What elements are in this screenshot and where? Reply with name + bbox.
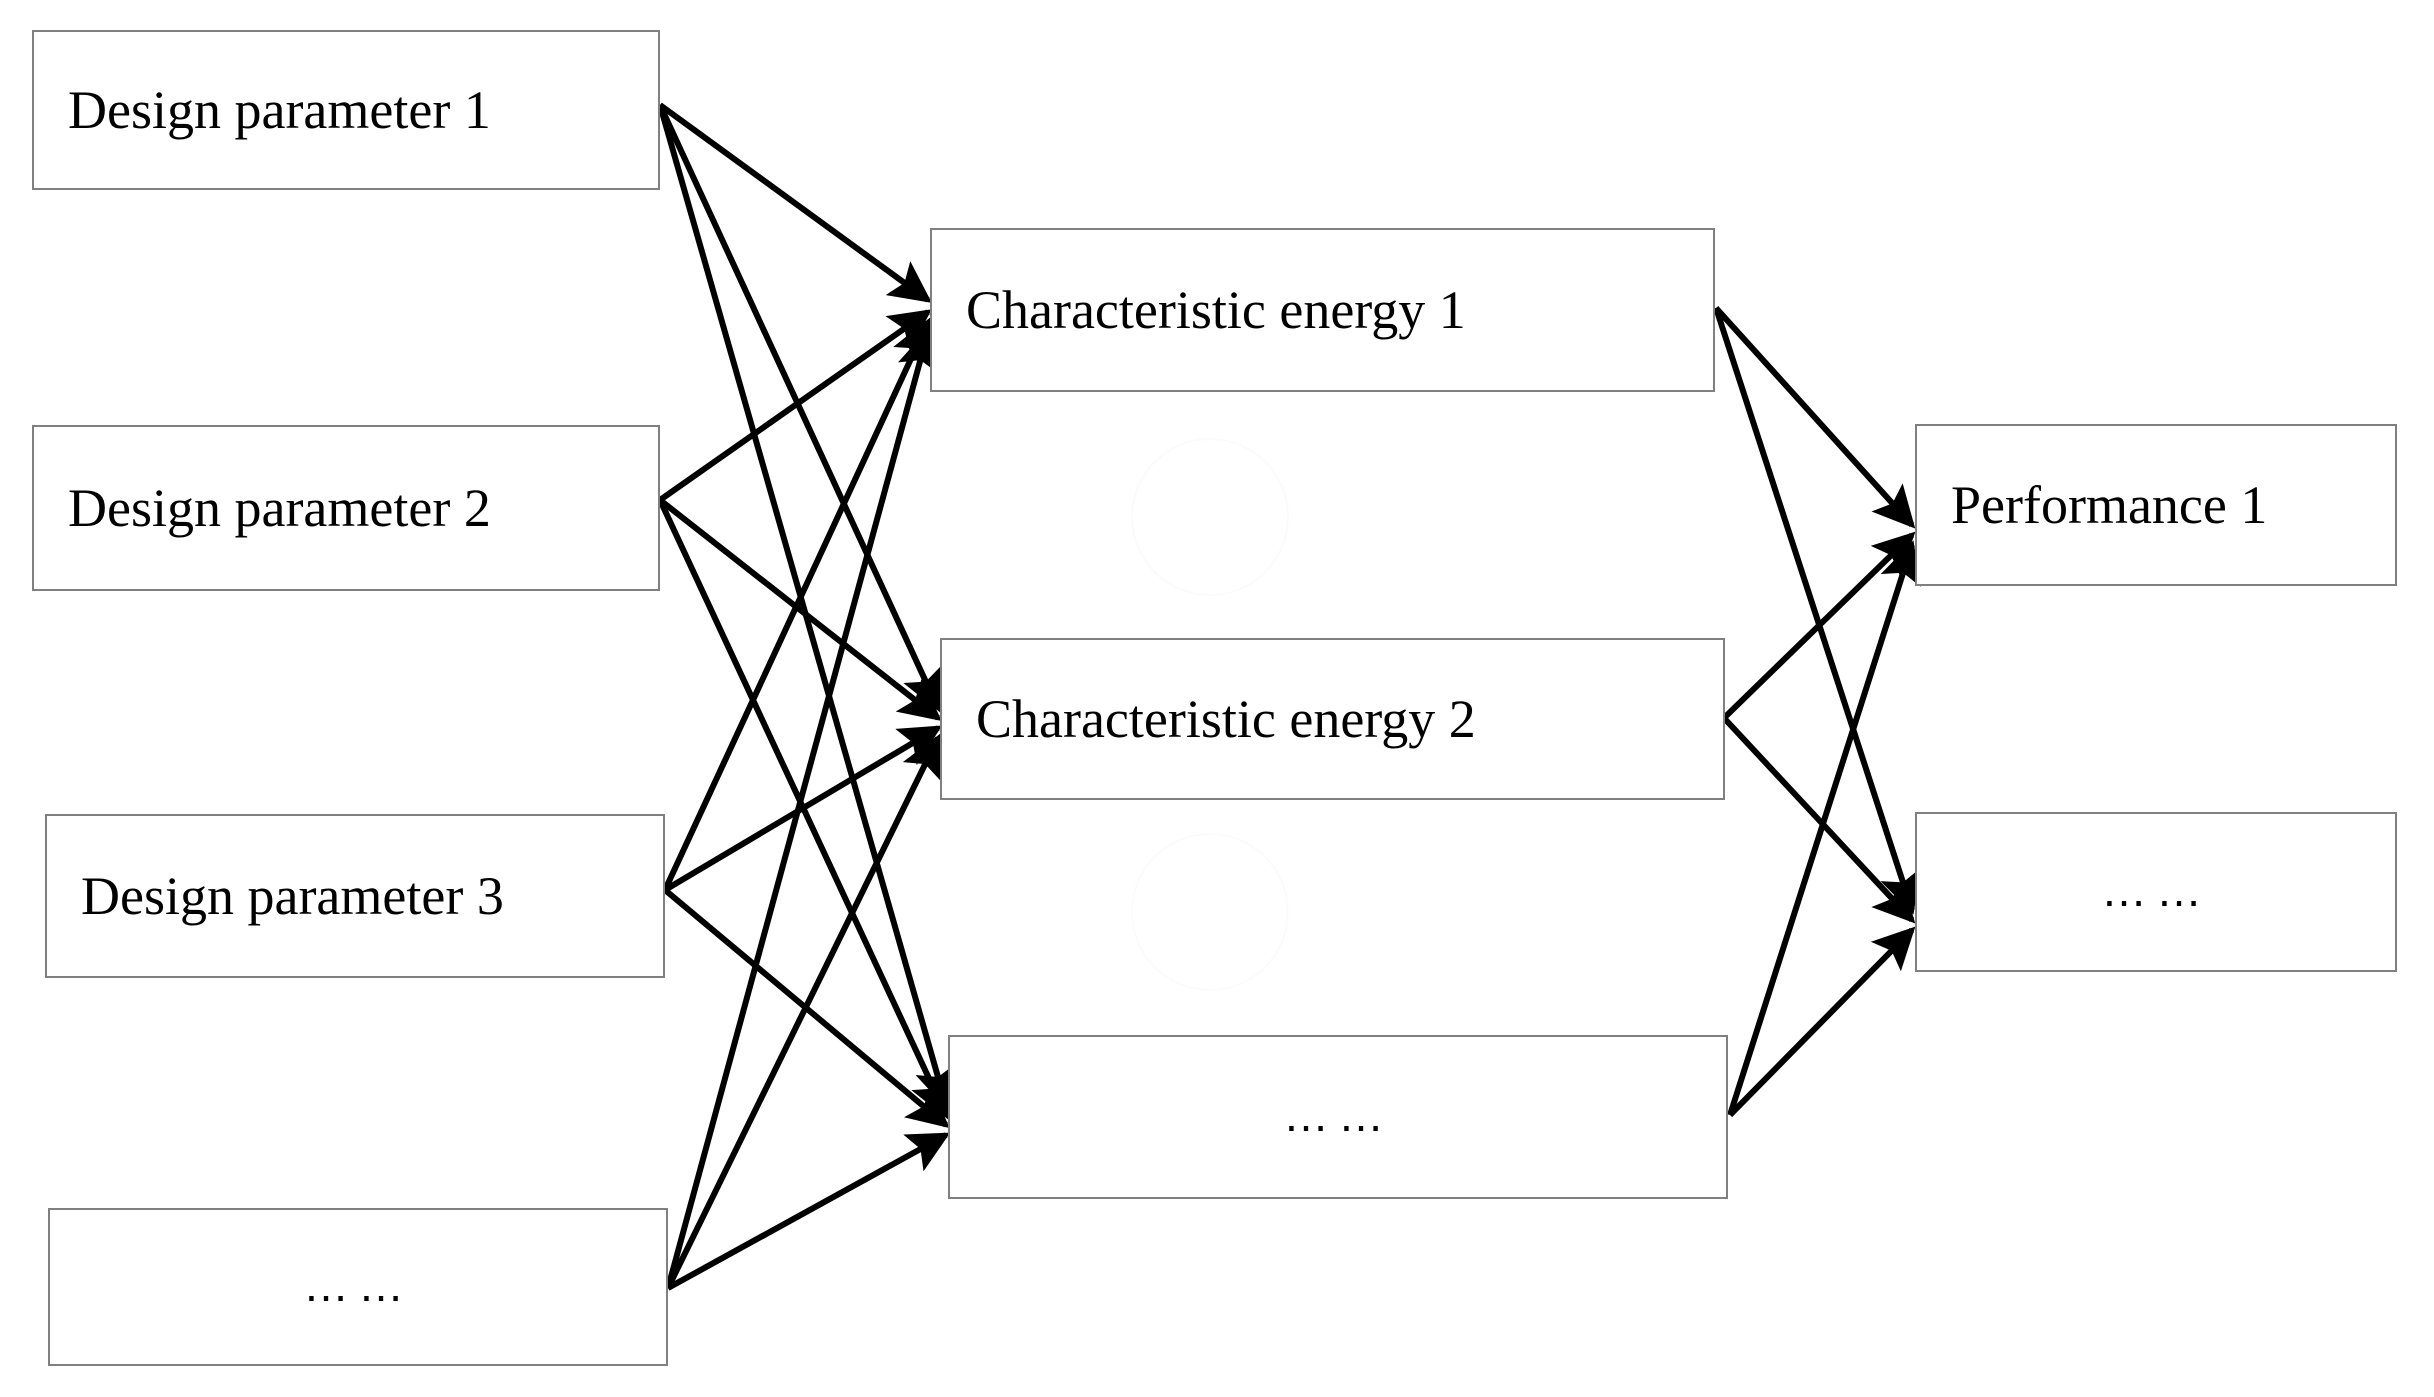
edge-ce3-to-pf2 xyxy=(1727,926,1916,1118)
node-label-ce3: …… xyxy=(1283,1089,1393,1141)
node-box-pf1[interactable]: Performance 1 xyxy=(1915,424,2397,586)
node-box-ce2[interactable]: Characteristic energy 2 xyxy=(940,638,1725,800)
node-box-pf2[interactable]: …… xyxy=(1915,812,2397,972)
edge-dp2-to-ce2 xyxy=(658,497,942,721)
node-box-dp1[interactable]: Design parameter 1 xyxy=(32,30,660,190)
node-label-pf2: …… xyxy=(2101,864,2211,916)
node-box-ce3[interactable]: …… xyxy=(948,1035,1728,1199)
node-label-ce2: Characteristic energy 2 xyxy=(976,689,1476,749)
edge-ce2-to-pf1 xyxy=(1721,531,1916,721)
decorative-circle-group xyxy=(1131,438,1289,991)
edge-dp4-to-ce1 xyxy=(665,327,939,1289)
edge-dp1-to-ce3 xyxy=(657,104,956,1110)
edge-dp4-to-ce3 xyxy=(666,1132,951,1291)
edge-ce3-to-pf1 xyxy=(1727,540,1921,1116)
edge-ce1-to-pf1 xyxy=(1713,305,1916,529)
node-box-dp4[interactable]: …… xyxy=(48,1208,668,1366)
node-box-dp3[interactable]: Design parameter 3 xyxy=(45,814,665,978)
edge-dp2-to-ce1 xyxy=(658,309,932,503)
edge-dp1-to-ce2 xyxy=(657,103,942,713)
edge-dp4-to-ce2 xyxy=(665,733,941,1290)
edge-dp1-to-ce1 xyxy=(658,102,932,303)
edge-ce2-to-pf2 xyxy=(1721,715,1916,924)
node-box-dp2[interactable]: Design parameter 2 xyxy=(32,425,660,591)
edge-group xyxy=(657,102,1921,1291)
edge-ce1-to-pf2 xyxy=(1713,307,1921,915)
node-label-dp2: Design parameter 2 xyxy=(68,478,491,538)
node-box-ce1[interactable]: Characteristic energy 1 xyxy=(930,228,1715,392)
node-label-dp4: …… xyxy=(303,1259,413,1311)
edge-dp3-to-ce1 xyxy=(662,317,932,892)
node-label-dp3: Design parameter 3 xyxy=(81,866,504,926)
edge-dp3-to-ce2 xyxy=(663,725,943,893)
node-label-pf1: Performance 1 xyxy=(1951,475,2268,535)
node-label-ce1: Characteristic energy 1 xyxy=(966,280,1466,340)
node-label-dp1: Design parameter 1 xyxy=(68,80,491,140)
